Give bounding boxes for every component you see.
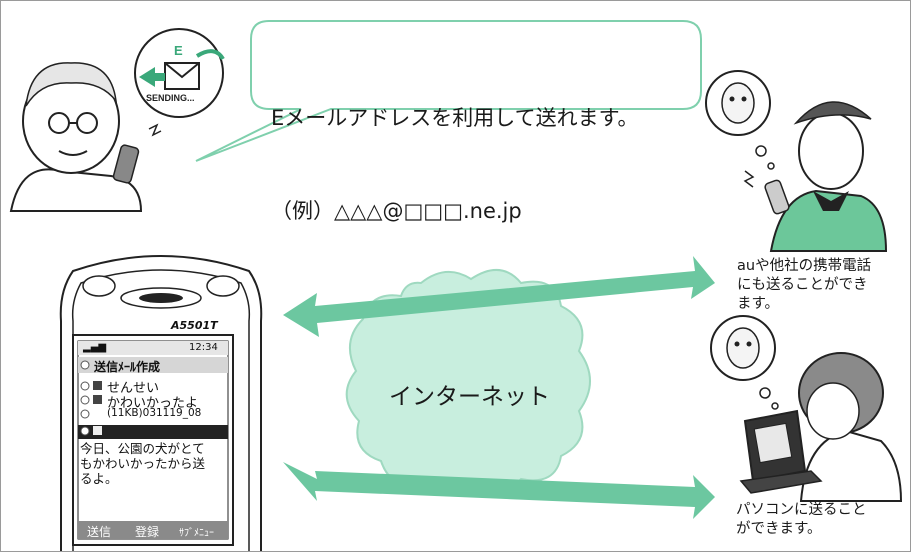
bubble-line-2: （例）△△△@□□□.ne.jp — [271, 199, 522, 223]
bottom-double-arrow — [283, 462, 715, 519]
caption-pc-line-1: パソコンに送ること — [736, 502, 867, 518]
caption-mobile-line-1: auや他社の携帯電話 — [737, 258, 872, 274]
phone-status-time: 12:34 — [189, 342, 218, 353]
caption-pc-line-2: ができます。 — [736, 521, 822, 537]
softkey-send: 送信 — [87, 525, 112, 539]
sending-label: SENDING... — [146, 93, 195, 103]
sending-mail-icon: E SENDING... — [134, 28, 225, 118]
mobile-phone — [59, 255, 263, 551]
old-man-illustration — [9, 62, 162, 212]
phone-body-line-2: もかわいかったから送 — [80, 456, 206, 471]
elderly-man-illustration — [705, 70, 888, 252]
envelope-letter: E — [174, 43, 183, 58]
top-double-arrow — [283, 256, 715, 337]
signal-icon: ▂▄▆ — [83, 342, 107, 353]
softkey-submenu: ｻﾌﾞﾒﾆｭｰ — [179, 528, 214, 539]
phone-body-line-3: るよ。 — [80, 471, 118, 486]
caption-mobile-line-3: ます。 — [737, 296, 780, 312]
phone-to-field: せんせい — [107, 381, 160, 396]
caption-mobile: auや他社の携帯電話 にも送ることができ ます。 — [737, 257, 871, 314]
phone-body-line-1: 今日、公園の犬がとて — [80, 441, 205, 456]
speech-bubble-text: Eメールアドレスを利用して送れます。 （例）△△△@□□□.ne.jp — [271, 41, 639, 289]
bubble-line-1: Eメールアドレスを利用して送れます。 — [271, 106, 639, 130]
phone-model-label: A5501T — [171, 319, 218, 332]
phone-subject-field: かわいかったよ — [107, 396, 199, 411]
phone-attachment-field: (11KB)031119_08 — [107, 407, 202, 419]
phone-message-body: 今日、公園の犬がとて もかわいかったから送 るよ。 — [80, 441, 205, 486]
internet-label: インターネット — [389, 384, 550, 410]
woman-with-laptop-illustration — [710, 315, 903, 502]
caption-mobile-line-2: にも送ることができ — [737, 277, 868, 293]
speech-bubble — [195, 20, 702, 162]
softkey-register: 登録 — [135, 525, 160, 539]
phone-screen-title: 送信ﾒｰﾙ作成 — [94, 360, 161, 374]
caption-pc: パソコンに送ること ができます。 — [736, 501, 867, 539]
